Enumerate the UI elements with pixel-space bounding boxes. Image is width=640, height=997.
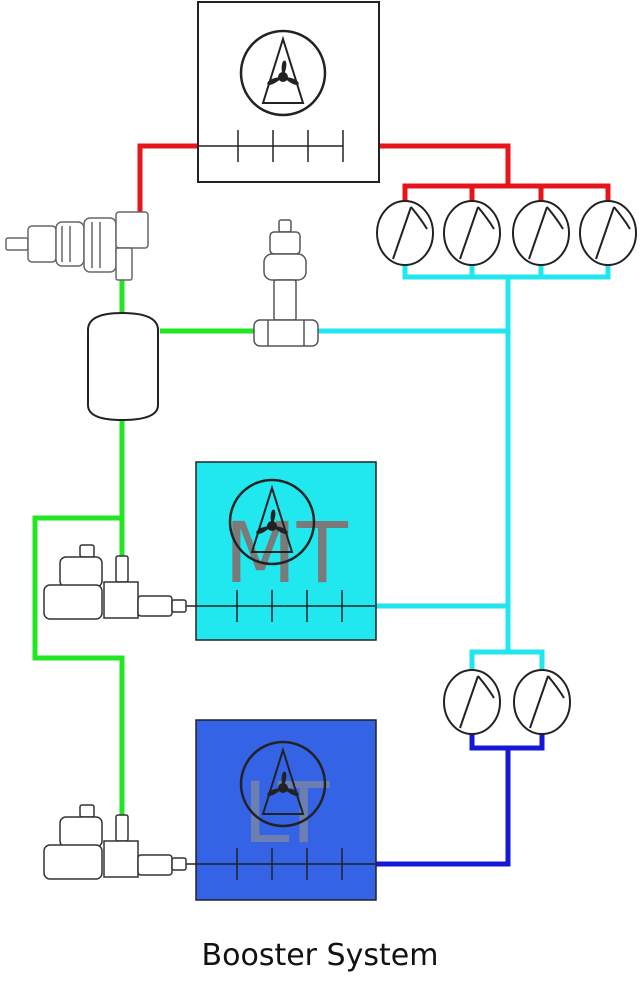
lt-expansion-valve	[43, 804, 187, 880]
lt-evaporator: LT	[185, 719, 377, 901]
mt-compressor-rack	[376, 200, 637, 266]
gas-cooler	[197, 1, 380, 183]
compressor-icon	[513, 669, 571, 735]
lt-coil	[185, 848, 375, 880]
diagram-caption: Booster System	[202, 938, 439, 973]
lt-suction-line	[375, 722, 545, 867]
mt-expansion-valve	[43, 544, 187, 620]
bypass-valve	[253, 219, 319, 347]
mt-coil	[185, 590, 375, 622]
high-pressure-valve	[5, 211, 149, 281]
liquid-line	[32, 280, 254, 815]
compressor-icon	[376, 200, 434, 266]
lt-compressor-rack	[443, 669, 571, 735]
compressor-icon	[512, 200, 570, 266]
receiver-tank	[87, 311, 159, 422]
compressor-icon	[443, 669, 501, 735]
compressor-icon	[579, 200, 637, 266]
lt-evaporator-box	[195, 719, 377, 901]
mt-evaporator: MT	[185, 461, 377, 641]
compressor-icon	[443, 200, 501, 266]
